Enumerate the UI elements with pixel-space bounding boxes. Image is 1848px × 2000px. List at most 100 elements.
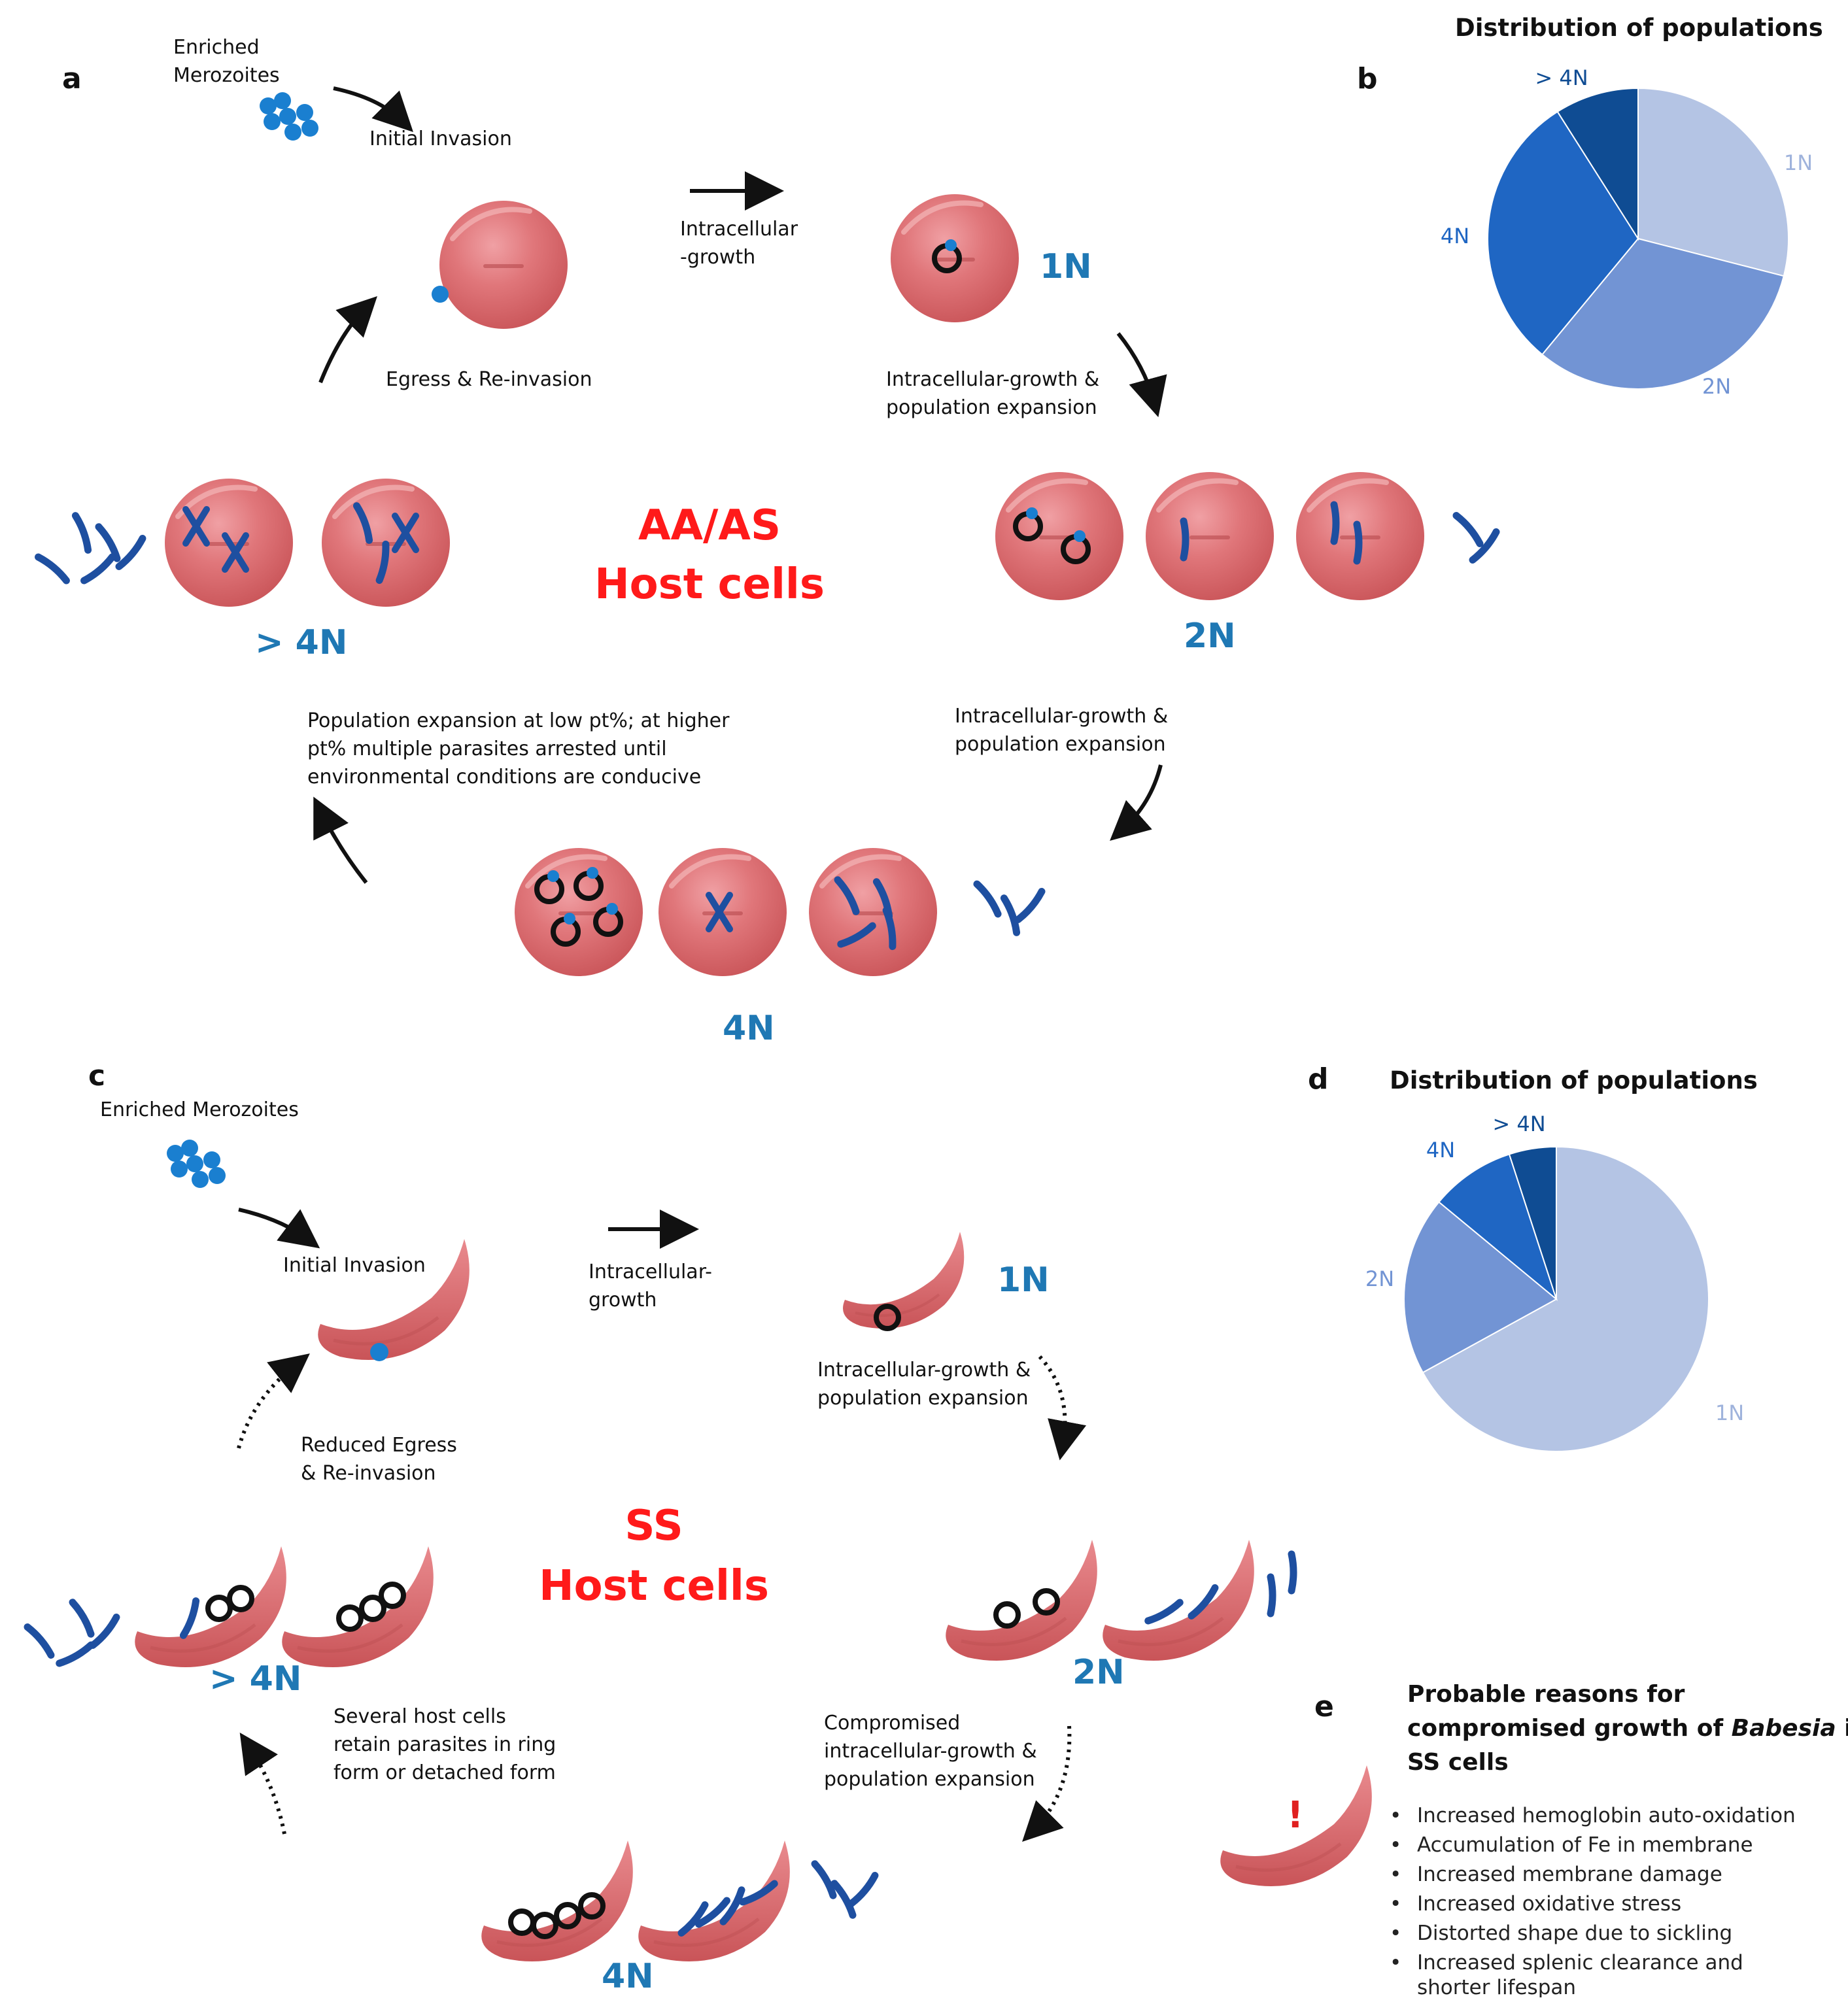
growth-label-line1: Intracellular — [680, 218, 798, 241]
panel-label-e: e — [1314, 1690, 1334, 1723]
bullet: • — [1390, 1863, 1401, 1886]
stage-1n-bottom: 1N — [997, 1261, 1050, 1300]
panel-label-d: d — [1308, 1062, 1329, 1096]
merozoite-cluster-top — [260, 92, 318, 141]
growth-bottom-line2: growth — [589, 1289, 657, 1312]
egress-bottom-line2: & Re-invasion — [301, 1462, 436, 1485]
egress-label-top: Egress & Re-invasion — [386, 368, 592, 391]
retain-line3: form or detached form — [334, 1761, 556, 1784]
sickle-2n-group — [946, 1540, 1293, 1661]
reason-item: Distorted shape due to sickling — [1417, 1922, 1732, 1945]
reason-item: Increased membrane damage — [1417, 1863, 1722, 1886]
pie-slice — [1487, 110, 1639, 356]
expansion-bottom-line1: Intracellular-growth & — [817, 1359, 1031, 1381]
growth-label-line2: -growth — [680, 246, 755, 269]
bullet: • — [1390, 1892, 1401, 1916]
bullet: • — [1390, 1951, 1401, 1975]
reasons-title-line3: SS cells — [1407, 1749, 1509, 1776]
pie-slice — [1637, 87, 1789, 277]
arrow-initial-invasion-bottom — [238, 1208, 320, 1249]
pie-chart-d: 1N 2N 4N > 4N — [1365, 1111, 1744, 1452]
sickle-4n-group — [481, 1840, 876, 1961]
arrest-line2: pt% multiple parasites arrested until — [307, 737, 667, 760]
pie-d-title: Distribution of populations — [1390, 1066, 1758, 1094]
reason-item: Accumulation of Fe in membrane — [1417, 1833, 1753, 1857]
sickle-gt4n-group — [27, 1546, 434, 1667]
retain-line1: Several host cells — [334, 1705, 506, 1728]
pie-slice — [1403, 1201, 1558, 1374]
stage-gt4n-bottom: > 4N — [209, 1659, 301, 1699]
panel-label-b: b — [1357, 62, 1378, 95]
bullet: • — [1390, 1804, 1401, 1827]
reason-item: Increased hemoglobin auto-oxidation — [1417, 1804, 1796, 1827]
pie-b-title: Distribution of populations — [1455, 14, 1823, 42]
compromised-line1: Compromised — [824, 1712, 960, 1735]
growth-bottom-line1: Intracellular- — [589, 1261, 712, 1283]
host-label-bottom-line2: Host cells — [539, 1562, 769, 1610]
arrow-1n-to-2n — [1116, 332, 1167, 418]
reason-item: Increased oxidative stress — [1417, 1892, 1681, 1916]
egress-bottom-line1: Reduced Egress — [301, 1434, 457, 1457]
pie-slice — [1556, 87, 1639, 241]
pie-label: > 4N — [1535, 65, 1588, 90]
arrow-initial-invasion — [333, 86, 413, 132]
merozoite-label-line1: Enriched — [173, 36, 260, 59]
rbc-1n — [891, 194, 1019, 322]
pie-label: 4N — [1426, 1138, 1455, 1162]
compromised-line2: intracellular-growth & — [824, 1740, 1037, 1763]
arrow-gt4n-to-egress — [318, 296, 377, 384]
pie-slice — [1422, 1145, 1709, 1452]
pie-label: 4N — [1441, 224, 1469, 248]
compromised-line3: population expansion — [824, 1768, 1035, 1791]
pie-slice — [1438, 1153, 1558, 1301]
stage-gt4n-top: > 4N — [255, 623, 347, 662]
expansion2-line2: population expansion — [955, 733, 1166, 756]
reason-item: Increased splenic clearance and — [1417, 1951, 1743, 1975]
pie-label: 1N — [1784, 150, 1813, 175]
arrest-line3: environmental conditions are conducive — [307, 766, 701, 788]
host-label-top-line1: AA/AS — [638, 501, 781, 550]
host-label-bottom-line1: SS — [625, 1502, 683, 1550]
pie-label: > 4N — [1492, 1111, 1545, 1136]
sickle-1n — [843, 1232, 964, 1329]
initial-invasion-label: Initial Invasion — [369, 127, 512, 150]
initial-invasion-bottom: Initial Invasion — [283, 1254, 426, 1277]
retain-line2: retain parasites in ring — [334, 1733, 556, 1756]
pie-slice — [1508, 1145, 1557, 1300]
reasons-title-pre: compromised growth of — [1407, 1715, 1732, 1742]
reasons-list: • Increased hemoglobin auto-oxidation • … — [1390, 1804, 1796, 1999]
expansion2-line1: Intracellular-growth & — [955, 705, 1168, 728]
reasons-title-italic: Babesia — [1732, 1715, 1836, 1742]
stage-2n-top: 2N — [1184, 617, 1236, 656]
warning-icon: ! — [1287, 1794, 1304, 1837]
reasons-title-post: in — [1836, 1715, 1848, 1742]
arrow-1n-to-2n-bottom — [1038, 1355, 1087, 1461]
arrow-gt4n-to-egress-bottom — [237, 1353, 310, 1449]
bullet: • — [1390, 1833, 1401, 1857]
pie-label: 2N — [1365, 1266, 1394, 1291]
merozoite-label-line2: Merozoites — [173, 64, 280, 87]
reasons-title-line1: Probable reasons for — [1407, 1681, 1685, 1708]
rbc-2n-group — [995, 472, 1497, 600]
arrow-4n-to-gt4n-bottom — [239, 1733, 286, 1835]
rbc-4n-group — [515, 848, 1043, 976]
expansion1-line2: population expansion — [886, 396, 1097, 419]
rbc-gt4n-group — [39, 479, 450, 607]
merozoite-cluster-bottom — [167, 1140, 226, 1188]
reason-item: shorter lifespan — [1417, 1976, 1576, 1997]
pie-slice — [1541, 237, 1785, 390]
bullet: • — [1390, 1922, 1401, 1945]
merozoite-label-bottom: Enriched Merozoites — [100, 1098, 299, 1121]
arrest-line1: Population expansion at low pt%; at high… — [307, 709, 730, 732]
arrow-2n-to-4n-bottom — [1022, 1725, 1072, 1842]
stage-4n-bottom: 4N — [602, 1957, 654, 1996]
expansion-bottom-line2: population expansion — [817, 1387, 1029, 1410]
pie-label: 1N — [1715, 1400, 1744, 1425]
stage-2n-bottom: 2N — [1072, 1653, 1125, 1692]
arrow-4n-to-gt4n — [313, 796, 368, 884]
panel-label-a: a — [62, 62, 82, 95]
reasons-title-line2: compromised growth of Babesia in — [1407, 1715, 1848, 1742]
